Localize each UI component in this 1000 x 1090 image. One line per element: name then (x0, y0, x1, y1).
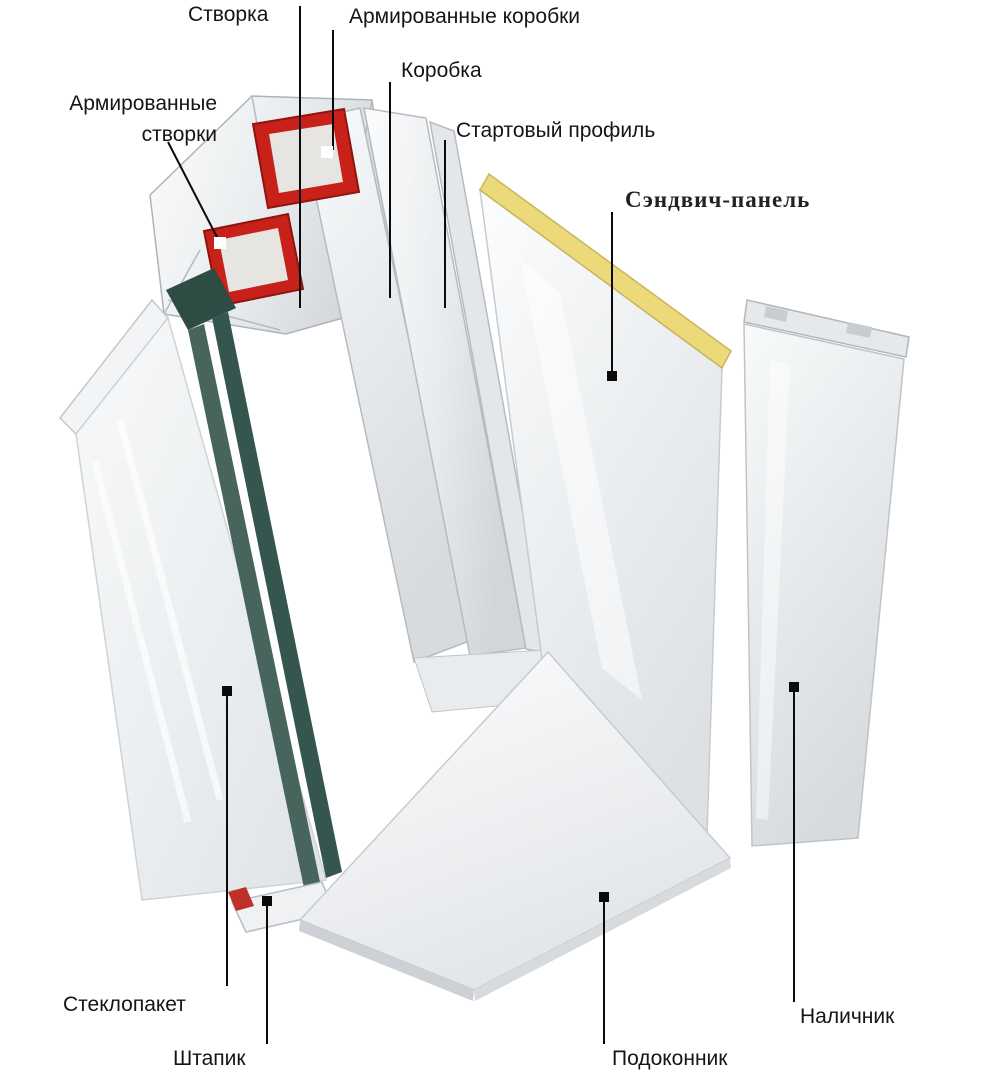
leader-line-armirovannye-stvorki (167, 141, 221, 244)
glass-edge-outer (212, 312, 342, 878)
label-armirovannye-korobki: Армированные коробки (349, 5, 581, 28)
sandwich-panel-highlight (520, 260, 642, 700)
sill-front-edge-right (474, 858, 731, 1001)
casing-cap-notch-2 (846, 322, 872, 338)
marker-sendvich-panel (607, 371, 617, 381)
marker-armirovannye-korobki (321, 146, 333, 158)
label-steklopaket: Стеклопакет (63, 993, 186, 1016)
label-stvorka: Створка (188, 3, 269, 26)
label-nalichnik: Наличник (800, 1005, 895, 1028)
marker-nalichnik (789, 682, 799, 692)
marker-armirovannye-stvorki (214, 237, 226, 249)
label-podokonnik: Подоконник (612, 1047, 728, 1070)
casing-body (743, 323, 905, 847)
casing-highlight (756, 360, 790, 820)
marker-podokonnik (599, 892, 609, 902)
leader-lines (167, 6, 795, 1044)
label-armirovannye-stvorki: Армированные створки (69, 92, 217, 146)
reinforcement-frame-inner (269, 124, 343, 193)
label-sendvich-panel: Сэндвич-панель (625, 187, 811, 212)
sill-front-edge-left (299, 920, 474, 1001)
reinforcement-sash-inner (219, 228, 288, 292)
glazing-slot (166, 268, 236, 330)
label-shtapik: Штапик (173, 1047, 246, 1070)
label-korobka: Коробка (401, 59, 482, 82)
sandwich-panel-yellow-edge (479, 172, 732, 370)
glass-highlights (91, 419, 224, 823)
bead-gasket-red (228, 887, 254, 911)
glass-edge-inner (188, 324, 320, 888)
casing-cap-notch-1 (764, 306, 788, 322)
marker-steklopaket (222, 686, 232, 696)
label-startovyy-profil: Стартовый профиль (456, 119, 656, 142)
marker-shtapik (262, 896, 272, 906)
